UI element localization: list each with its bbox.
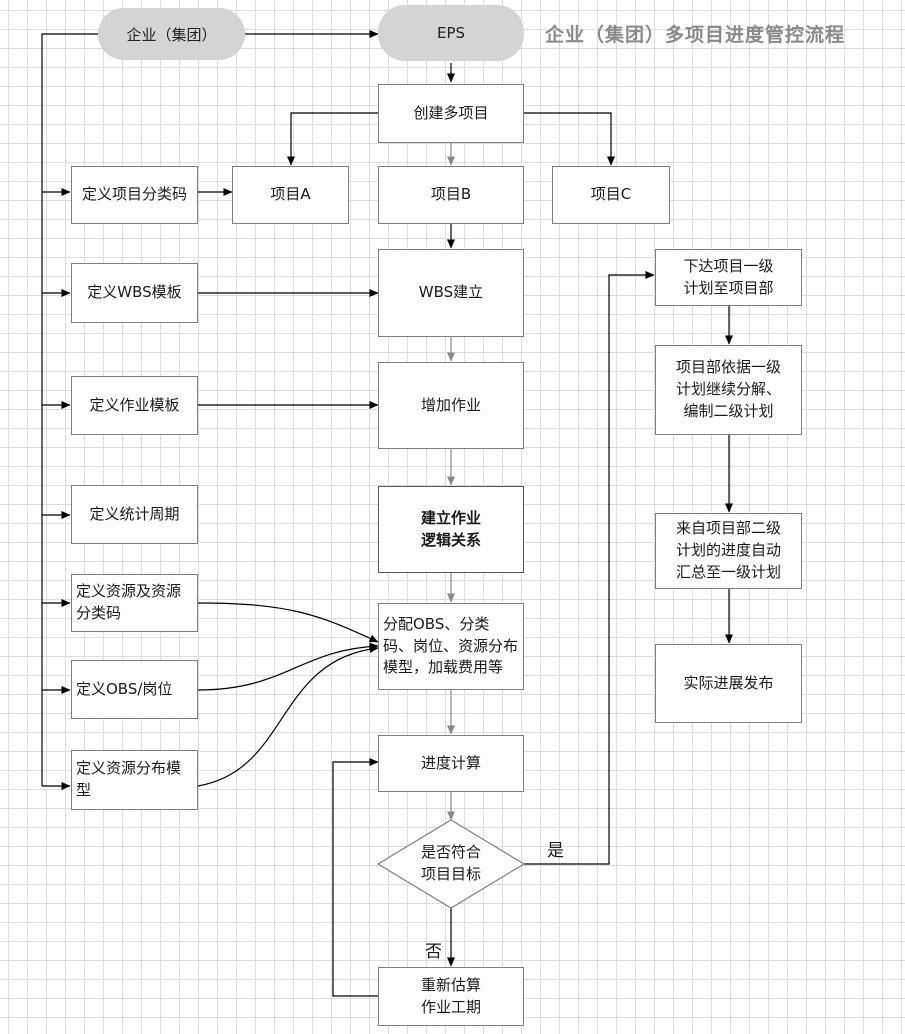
diagram-title: 企业（集团）多项目进度管控流程 [545,24,846,46]
edge-obs-to-assign [197,642,379,691]
node-decompose-plan: 项目部依据一级 计划继续分解、 编制二级计划 [655,345,802,435]
node-project-a: 项目A [232,166,349,224]
node-def-distribution: 定义资源分布模型 [71,750,198,810]
node-eps: EPS [378,5,524,61]
node-create-projects: 创建多项目 [378,84,524,143]
node-project-b: 项目B [378,166,524,224]
edge-label-yes: 是 [547,841,564,861]
node-def-activity-template: 定义作业模板 [71,376,198,435]
edge-check-yes [524,271,655,865]
edge-enterprise-trunk [41,33,98,786]
edge-create-to-c [524,112,615,166]
node-reestimate: 重新估算 作业工期 [378,967,524,1026]
node-project-c: 项目C [552,166,670,224]
node-def-wbs-template: 定义WBS模板 [71,263,198,323]
node-enterprise: 企业（集团） [98,8,245,60]
node-def-resource: 定义资源及资源分类码 [71,574,198,632]
node-def-obs: 定义OBS/岗位 [71,660,198,719]
node-wbs: WBS建立 [378,249,524,337]
edge-label-no: 否 [425,942,442,962]
node-rollup-plan: 来自项目部二级 计划的进度自动 汇总至一级计划 [655,513,802,589]
node-publish-progress: 实际进展发布 [655,644,802,723]
node-schedule: 进度计算 [378,735,524,792]
edge-resource-to-assign [197,602,379,643]
edge-distribution-to-assign [197,645,379,787]
node-def-period: 定义统计周期 [71,485,198,544]
node-def-code: 定义项目分类码 [71,166,198,224]
node-check-goal: 是否符合 项目目标 [420,843,481,883]
node-activity-logic: 建立作业 逻辑关系 [378,486,524,573]
edge-loop-back [332,758,379,997]
node-assign: 分配OBS、分类码、岗位、资源分布模型，加载费用等 [378,603,524,690]
edge-create-to-a [287,112,378,166]
decision-diamond [376,819,526,909]
node-issue-plan: 下达项目一级 计划至项目部 [655,249,802,306]
node-add-activity: 增加作业 [378,362,524,449]
